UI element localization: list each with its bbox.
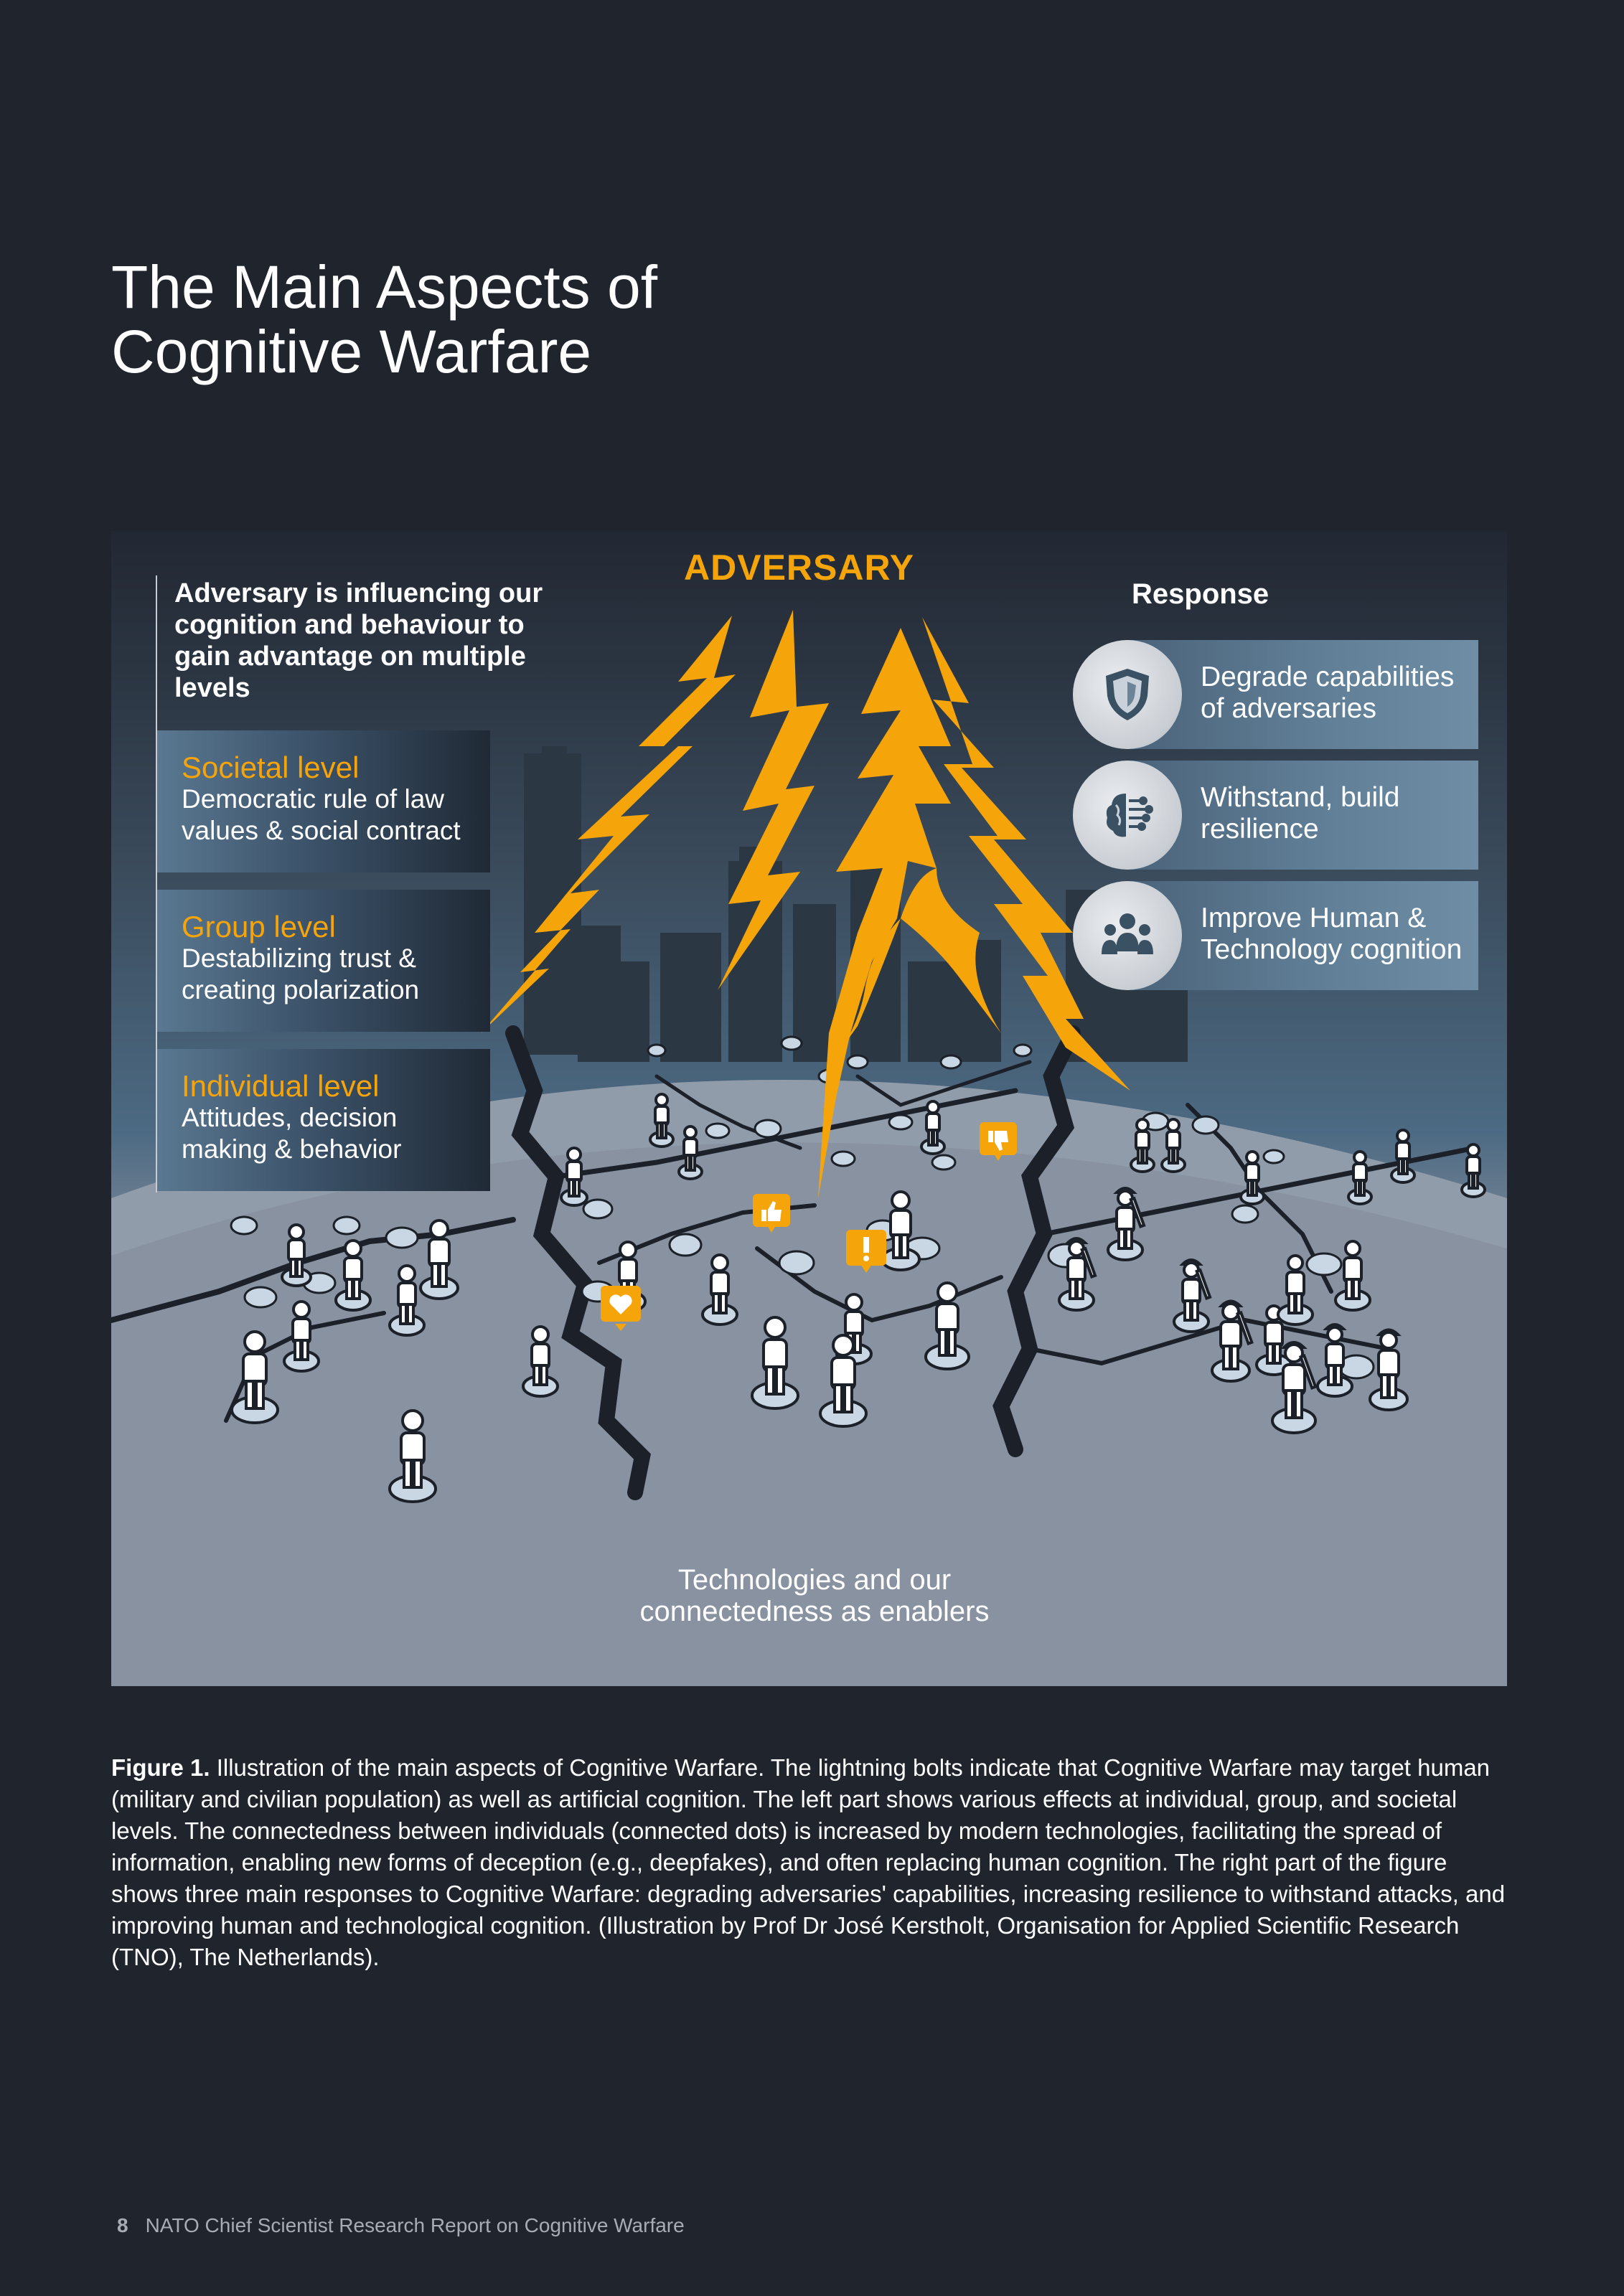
group-level-box: Group level Destabilizing trust & creati… [157,890,490,1032]
level-title: Group level [182,910,336,944]
soldier-figures [1058,1118,1486,1434]
response-degrade-capabilities: Degrade capabilities of adversaries [1073,640,1478,749]
connection-nodes [230,1035,1375,1380]
adversary-intro-text: Adversary is influencing our cognition a… [174,578,543,703]
level-description: Destabilizing trust & creating polarizat… [182,944,420,1004]
caption-text: Illustration of the main aspects of Cogn… [111,1754,1506,1970]
page-title: The Main Aspects of Cognitive Warfare [111,253,658,385]
alert-icon [846,1230,886,1273]
brain-circuit-icon [1106,794,1153,837]
lightning-bolts [481,610,1130,1198]
caption-label: Figure 1. [111,1754,210,1781]
thumbs-up-icon [753,1194,790,1233]
level-description: Democratic rule of law values & social c… [182,784,461,845]
level-title: Societal level [182,751,360,784]
report-title: NATO Chief Scientist Research Report on … [145,2214,685,2236]
shield-icon [1106,669,1149,720]
individual-level-box: Individual level Attitudes, decision mak… [157,1049,490,1191]
thumbs-down-icon [980,1122,1017,1161]
response-improve-cognition: Improve Human & Technology cognition [1073,881,1478,990]
figure-caption: Figure 1. Illustration of the main aspec… [111,1752,1511,1973]
adversary-label: ADVERSARY [684,547,915,588]
cognitive-warfare-illustration: ADVERSARY Adversary is influencing our c… [111,531,1507,1686]
response-heading: Response [1132,578,1269,610]
social-reaction-icons [601,1122,1017,1331]
level-description: Attitudes, decision making & behavior [182,1103,402,1164]
level-title: Individual level [182,1069,380,1103]
societal-level-box: Societal level Democratic rule of law va… [157,730,490,872]
page-footer: 8 NATO Chief Scientist Research Report on… [117,2214,685,2237]
enablers-label: Technologies and our connectedness as en… [639,1564,990,1627]
response-label: Degrade capabilities of adversaries [1201,662,1455,724]
response-withstand-resilience: Withstand, build resilience [1073,761,1478,870]
levels-divider [156,575,157,1192]
response-label: Improve Human & Technology cognition [1201,903,1463,965]
page-number: 8 [117,2214,128,2236]
people-group-icon [1102,913,1153,954]
heart-icon [601,1286,641,1331]
response-label: Withstand, build resilience [1201,782,1400,844]
